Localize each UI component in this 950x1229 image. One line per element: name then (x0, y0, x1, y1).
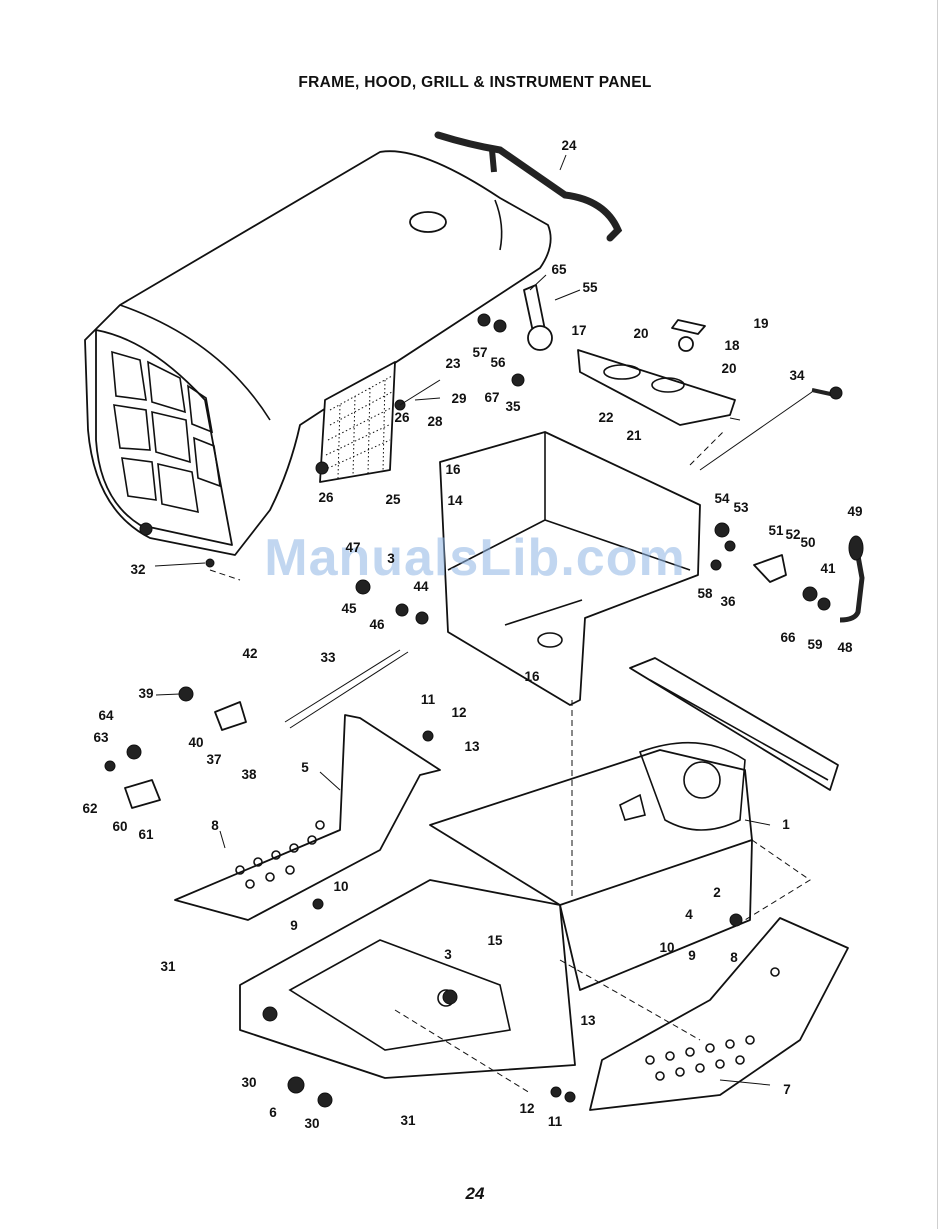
callout-label: 52 (785, 528, 800, 542)
callout-label: 54 (714, 492, 729, 506)
callout-label: 1 (782, 818, 790, 832)
callout-label: 10 (333, 880, 348, 894)
callout-label: 55 (582, 281, 597, 295)
callout-label: 37 (206, 753, 221, 767)
callout-label: 31 (400, 1114, 415, 1128)
callout-label: 45 (341, 602, 356, 616)
callout-label: 26 (394, 411, 409, 425)
callout-label: 8 (211, 819, 219, 833)
callout-label: 9 (688, 949, 696, 963)
callout-label: 3 (387, 552, 395, 566)
callout-label: 48 (837, 641, 852, 655)
callout-label: 44 (413, 580, 428, 594)
callout-label: 20 (633, 327, 648, 341)
callout-label: 13 (464, 740, 479, 754)
callout-label: 46 (369, 618, 384, 632)
callout-label: 29 (451, 392, 466, 406)
callout-label: 40 (188, 736, 203, 750)
callout-label: 35 (505, 400, 520, 414)
callout-label: 10 (659, 941, 674, 955)
callout-label: 62 (82, 802, 97, 816)
page-number: 24 (0, 1184, 950, 1204)
callout-label: 9 (290, 919, 298, 933)
callout-label: 60 (112, 820, 127, 834)
callout-label: 16 (445, 463, 460, 477)
callout-label: 31 (160, 960, 175, 974)
callout-label: 2 (713, 886, 721, 900)
callout-label: 24 (561, 139, 576, 153)
callout-label: 5 (301, 761, 309, 775)
callout-label: 59 (807, 638, 822, 652)
callout-label: 32 (130, 563, 145, 577)
callout-label: 49 (847, 505, 862, 519)
callout-label: 11 (421, 693, 435, 707)
callout-label: 15 (487, 934, 502, 948)
callout-label: 42 (242, 647, 257, 661)
callout-label: 26 (318, 491, 333, 505)
callout-label: 53 (733, 501, 748, 515)
callout-label: 20 (721, 362, 736, 376)
callout-label: 3 (444, 948, 452, 962)
callout-label: 38 (241, 768, 256, 782)
callout-label: 13 (580, 1014, 595, 1028)
callout-label: 56 (490, 356, 505, 370)
callout-label: 51 (768, 524, 783, 538)
callout-label: 8 (730, 951, 738, 965)
callout-label: 19 (753, 317, 768, 331)
callout-label: 6 (269, 1106, 277, 1120)
callout-label: 25 (385, 493, 400, 507)
callout-label: 39 (138, 687, 153, 701)
callout-label: 57 (472, 346, 487, 360)
callout-label: 7 (783, 1083, 791, 1097)
callout-label: 67 (484, 391, 499, 405)
callout-label: 64 (98, 709, 113, 723)
callout-label: 11 (548, 1115, 562, 1129)
callout-label: 65 (551, 263, 566, 277)
callout-label: 58 (697, 587, 712, 601)
callout-label: 36 (720, 595, 735, 609)
callout-label: 12 (451, 706, 466, 720)
callout-label: 61 (138, 828, 153, 842)
callout-label: 50 (800, 536, 815, 550)
callout-label: 22 (598, 411, 613, 425)
callout-label: 41 (820, 562, 835, 576)
callout-label: 28 (427, 415, 442, 429)
callout-label: 30 (241, 1076, 256, 1090)
callout-label: 17 (571, 324, 586, 338)
callout-label: 14 (447, 494, 462, 508)
callout-label: 16 (524, 670, 539, 684)
callout-label: 12 (519, 1102, 534, 1116)
callout-label: 18 (724, 339, 739, 353)
callout-label: 23 (445, 357, 460, 371)
callout-label: 34 (789, 369, 804, 383)
callout-label: 30 (304, 1117, 319, 1131)
callout-label: 63 (93, 731, 108, 745)
callout-label: 21 (626, 429, 641, 443)
callout-label: 33 (320, 651, 335, 665)
callout-label: 4 (685, 908, 693, 922)
callout-label: 66 (780, 631, 795, 645)
callout-label: 47 (345, 541, 360, 555)
